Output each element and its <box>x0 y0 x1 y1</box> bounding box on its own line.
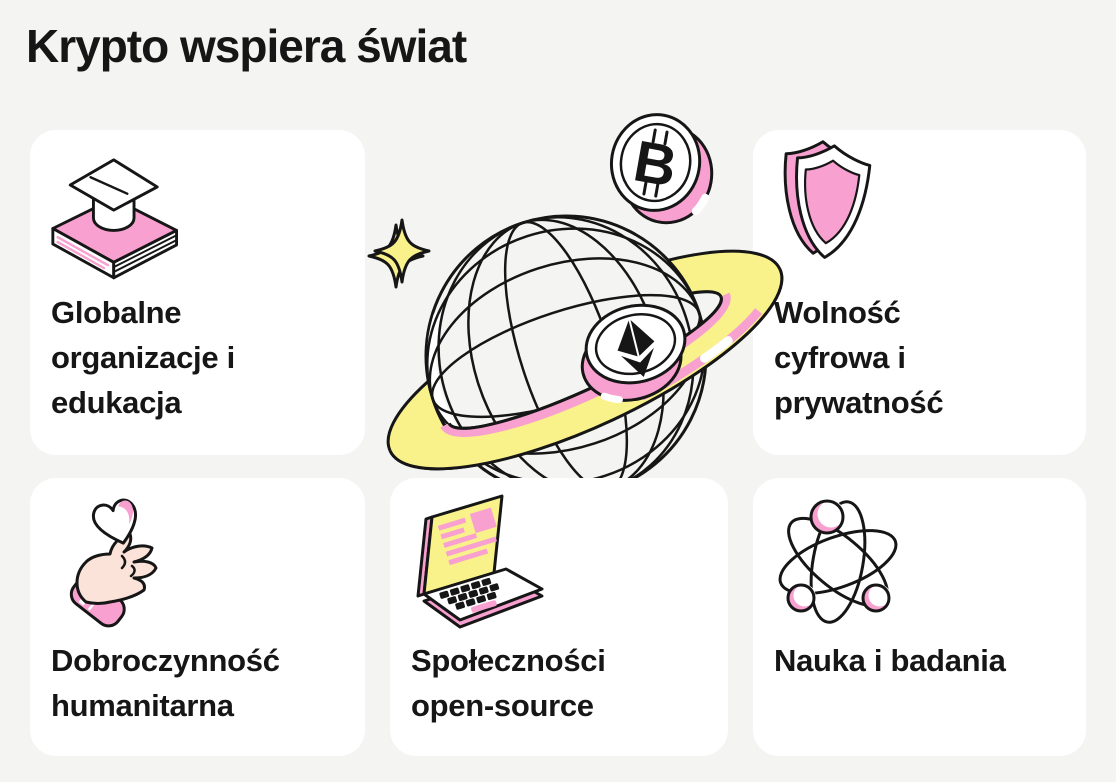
card-humanitarian-charity: Dobroczynność humanitarna <box>30 478 365 756</box>
globe-crypto-illustration: B <box>367 113 784 498</box>
card-label: Globalne organizacje i edukacja <box>51 295 235 420</box>
electron <box>786 583 816 613</box>
card-label: Społeczności open-source <box>411 643 606 723</box>
card-science-research: Nauka i badania <box>753 478 1086 756</box>
electron <box>861 583 891 613</box>
ethereum-coin-icon <box>580 303 687 404</box>
bitcoin-coin-icon: B <box>609 113 714 225</box>
graduation-cap-books-icon <box>51 158 179 280</box>
card-label: Dobroczynność humanitarna <box>51 643 280 723</box>
laptop-icon <box>416 494 544 629</box>
card-open-source: Społeczności open-source <box>390 478 728 756</box>
shield-icon <box>783 140 872 259</box>
card-digital-freedom: Wolność cyfrowa i prywatność <box>753 130 1086 455</box>
card-label: Wolność cyfrowa i prywatność <box>774 295 944 420</box>
sparkle-icon <box>367 218 431 289</box>
atom-icon <box>778 499 898 624</box>
electron <box>809 499 845 535</box>
card-global-organizations: Globalne organizacje i edukacja <box>30 130 365 455</box>
page-title: Krypto wspiera świat <box>26 20 467 72</box>
hand-heart-icon <box>69 498 158 628</box>
card-label: Nauka i badania <box>774 643 1006 678</box>
